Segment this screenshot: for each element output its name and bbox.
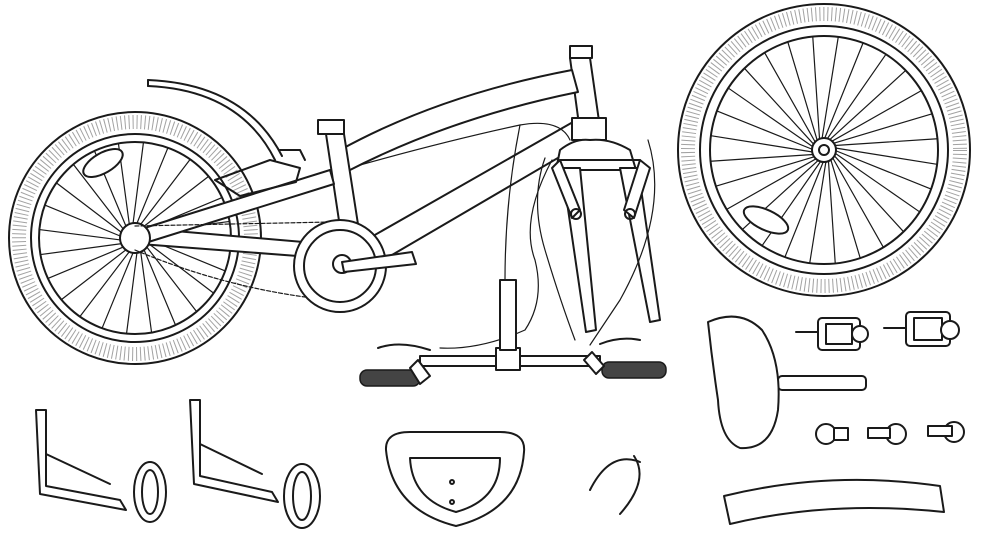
spoke [829, 157, 861, 259]
v-brakes [551, 159, 651, 220]
spoke [710, 135, 815, 153]
spoke [829, 90, 922, 143]
rear-reflector [82, 148, 124, 178]
spoke [101, 247, 136, 329]
front-reflector [742, 205, 790, 235]
spoke [812, 35, 821, 142]
brake-lever-left [377, 343, 431, 351]
crank-arm [341, 251, 417, 273]
spoke [764, 52, 817, 145]
spoke [55, 182, 126, 237]
spoke [38, 228, 126, 242]
spoke [727, 87, 815, 149]
brake-cable-frame [359, 122, 571, 166]
spoke [787, 41, 819, 143]
spoke [833, 149, 932, 190]
spoke [784, 159, 825, 258]
spoke [716, 110, 815, 151]
training-wheel-left [35, 409, 167, 523]
spoke [831, 155, 884, 248]
cable-guides [589, 455, 641, 515]
rear-brake [214, 159, 301, 197]
spoke [715, 155, 817, 187]
spoke [139, 175, 210, 230]
brake-cable-right [589, 139, 656, 346]
front-basket-bag [384, 431, 526, 527]
spoke [833, 151, 921, 213]
pedal-left [795, 317, 869, 351]
spoke [60, 246, 131, 301]
spoke [143, 242, 198, 313]
pedal-right [883, 311, 960, 347]
rear-fender [147, 85, 276, 161]
saddle [707, 315, 780, 450]
spoke [44, 204, 126, 239]
spoke [79, 247, 134, 318]
front-wheel-spokes [709, 35, 939, 265]
spoke [139, 246, 153, 334]
spoke [821, 36, 839, 141]
bolts [815, 421, 965, 445]
spoke [831, 113, 933, 145]
stem-clamp [495, 347, 521, 371]
spoke [809, 159, 827, 264]
grip-left [359, 369, 421, 387]
grip-right [601, 361, 667, 379]
spoke [136, 158, 191, 229]
spoke [832, 138, 939, 147]
spoke [827, 158, 836, 265]
spoke [47, 244, 129, 280]
spoke [832, 153, 905, 233]
spoke [709, 153, 816, 162]
fork [555, 117, 661, 333]
handlebar [359, 279, 667, 387]
spoke [144, 239, 215, 294]
front-wheel [677, 3, 971, 297]
saddle-seatpost [707, 315, 867, 450]
spoke [39, 242, 127, 256]
spoke [125, 247, 139, 335]
spoke [743, 67, 816, 147]
spoke [134, 147, 169, 229]
brake-lever-right [599, 337, 641, 345]
spoke [827, 69, 907, 142]
front-fender [723, 478, 945, 525]
spoke [131, 141, 145, 229]
spoke [825, 53, 887, 141]
spoke [833, 147, 938, 165]
stem [499, 279, 517, 351]
spoke [141, 244, 177, 326]
spoke [823, 42, 864, 141]
spoke [726, 157, 819, 210]
seatpost [777, 375, 867, 391]
spoke [72, 163, 127, 234]
brake-cable-left [439, 159, 553, 349]
training-wheel-right [189, 399, 321, 529]
rear-wheel-spokes [38, 141, 232, 335]
